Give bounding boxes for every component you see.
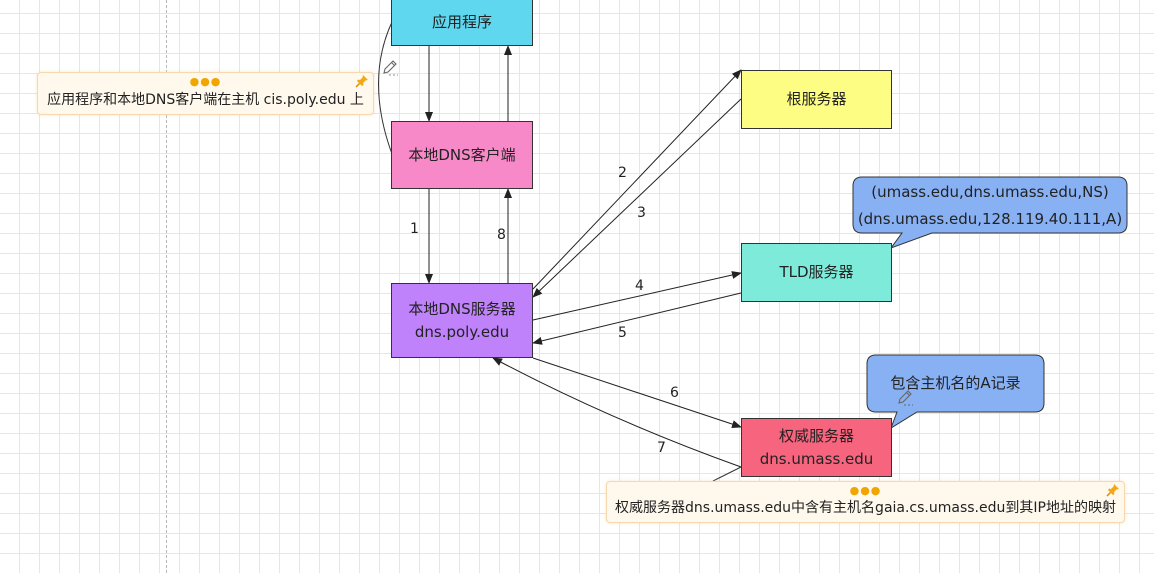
edge-label-4: 4 <box>635 278 644 294</box>
tld-reply-bubble[interactable]: (umass.edu,dns.umass.edu,NS) (dns.umass.… <box>853 179 1127 233</box>
tld-reply-ns-record: (umass.edu,dns.umass.edu,NS) <box>871 183 1109 201</box>
node-root-server[interactable]: 根服务器 <box>741 70 892 129</box>
node-local-dns-client[interactable]: 本地DNS客户端 <box>391 121 533 189</box>
pencil-icon[interactable] <box>380 58 400 78</box>
node-local-dns-server-title: 本地DNS服务器 <box>408 299 516 318</box>
pin-icon[interactable] <box>355 74 369 88</box>
auth-reply-bubble[interactable]: 包含主机名的A记录 <box>867 370 1044 397</box>
more-dots-icon[interactable]: ●●● <box>189 75 222 88</box>
auth-note[interactable]: ●●● 权威服务器dns.umass.edu中含有主机名gaia.cs.umas… <box>606 481 1125 523</box>
edge-label-8: 8 <box>497 227 506 243</box>
node-local-dns-client-label: 本地DNS客户端 <box>408 145 516 164</box>
edge-label-2: 2 <box>618 165 627 181</box>
node-tld-server-label: TLD服务器 <box>779 263 854 281</box>
node-application[interactable]: 应用程序 <box>391 0 533 46</box>
host-note[interactable]: ●●● 应用程序和本地DNS客户端在主机 cis.poly.edu 上 <box>37 72 374 115</box>
node-local-dns-server-hostname: dns.poly.edu <box>414 322 510 341</box>
auth-note-connector <box>712 466 742 482</box>
edge-6 <box>532 357 742 428</box>
host-note-text: 应用程序和本地DNS客户端在主机 cis.poly.edu 上 <box>47 92 364 108</box>
edge-label-1: 1 <box>410 221 419 237</box>
edge-3 <box>532 98 742 298</box>
node-application-label: 应用程序 <box>431 12 492 31</box>
node-local-dns-server[interactable]: 本地DNS服务器 dns.poly.edu <box>391 283 533 358</box>
tld-reply-a-record: (dns.umass.edu,128.119.40.111,A) <box>857 210 1123 228</box>
host-note-connector <box>378 21 393 155</box>
auth-reply-label: 包含主机名的A记录 <box>890 374 1021 392</box>
edge-5 <box>532 292 742 345</box>
edge-7 <box>492 357 742 468</box>
edge-label-6: 6 <box>670 385 679 401</box>
pin-icon[interactable] <box>1106 483 1120 497</box>
edge-4 <box>532 271 742 321</box>
node-root-server-label: 根服务器 <box>786 90 847 108</box>
more-dots-icon[interactable]: ●●● <box>849 484 882 497</box>
node-authoritative-server[interactable]: 权威服务器 dns.umass.edu <box>741 418 892 477</box>
node-authoritative-server-title: 权威服务器 <box>778 426 854 445</box>
edge-label-7: 7 <box>657 440 666 456</box>
node-tld-server[interactable]: TLD服务器 <box>741 243 892 302</box>
edge-label-3: 3 <box>637 205 646 221</box>
auth-note-text: 权威服务器dns.umass.edu中含有主机名gaia.cs.umass.ed… <box>615 500 1116 516</box>
pencil-icon[interactable] <box>895 388 915 408</box>
node-authoritative-server-hostname: dns.umass.edu <box>759 449 874 468</box>
tld-reply-bubble-shape <box>852 176 1128 250</box>
auth-reply-bubble-shape <box>866 354 1045 430</box>
page-boundary-dashed-line <box>166 0 167 573</box>
edge-label-5: 5 <box>618 325 627 341</box>
edge-2 <box>532 69 742 290</box>
